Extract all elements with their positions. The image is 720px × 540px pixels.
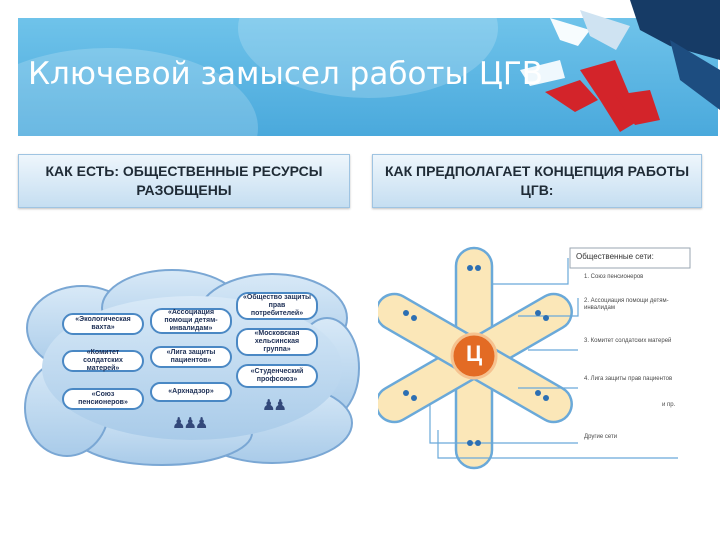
- org-pill: «Комитет солдатских матерей»: [62, 349, 144, 372]
- network-item: 3. Комитет солдатских матерей: [584, 338, 672, 344]
- network-item: и пр.: [662, 402, 676, 408]
- org-pill: «Общество защиты прав потребителей»: [236, 292, 318, 320]
- network-item: Другие сети: [584, 434, 618, 440]
- org-pill: «Лига защиты пациентов»: [150, 346, 232, 368]
- org-pill: «Архнадзор»: [150, 382, 232, 402]
- panel-title: Общественные сети:: [576, 252, 654, 261]
- org-pill: «Московская хельсинская группа»: [236, 328, 318, 356]
- right-column-header: КАК ПРЕДПОЛАГАЕТ КОНЦЕПЦИЯ РАБОТЫ ЦГВ:: [372, 154, 702, 208]
- organisations-cloud: «Экологическая вахта» «Комитет солдатски…: [22, 268, 362, 468]
- slide-title: Ключевой замысел работы ЦГВ: [28, 56, 544, 92]
- network-item: 2. Ассоциация помощи детям-инвалидам: [584, 298, 669, 311]
- network-diagram: Ц Общественные сети: 1. Союз пенсионеров…: [378, 238, 698, 476]
- org-pill: «Союз пенсионеров»: [62, 388, 144, 410]
- doves-logo-icon: [520, 0, 720, 132]
- org-pill: «Ассоциация помощи детям-инвалидам»: [150, 308, 232, 334]
- network-diagram-graphic: [378, 246, 691, 470]
- org-pill: «Студенческий профсоюз»: [236, 364, 318, 388]
- left-column-header: КАК ЕСТЬ: ОБЩЕСТВЕННЫЕ РЕСУРСЫ РАЗОБЩЕНЫ: [18, 154, 350, 208]
- center-label: Ц: [465, 341, 483, 366]
- people-group-icon: ♟♟: [262, 397, 287, 414]
- network-item: 4. Лига защиты прав пациентов: [584, 376, 673, 382]
- network-item: 1. Союз пенсионеров: [584, 274, 644, 280]
- org-pill: «Экологическая вахта»: [62, 313, 144, 335]
- people-group-icon: ♟♟♟: [172, 415, 208, 432]
